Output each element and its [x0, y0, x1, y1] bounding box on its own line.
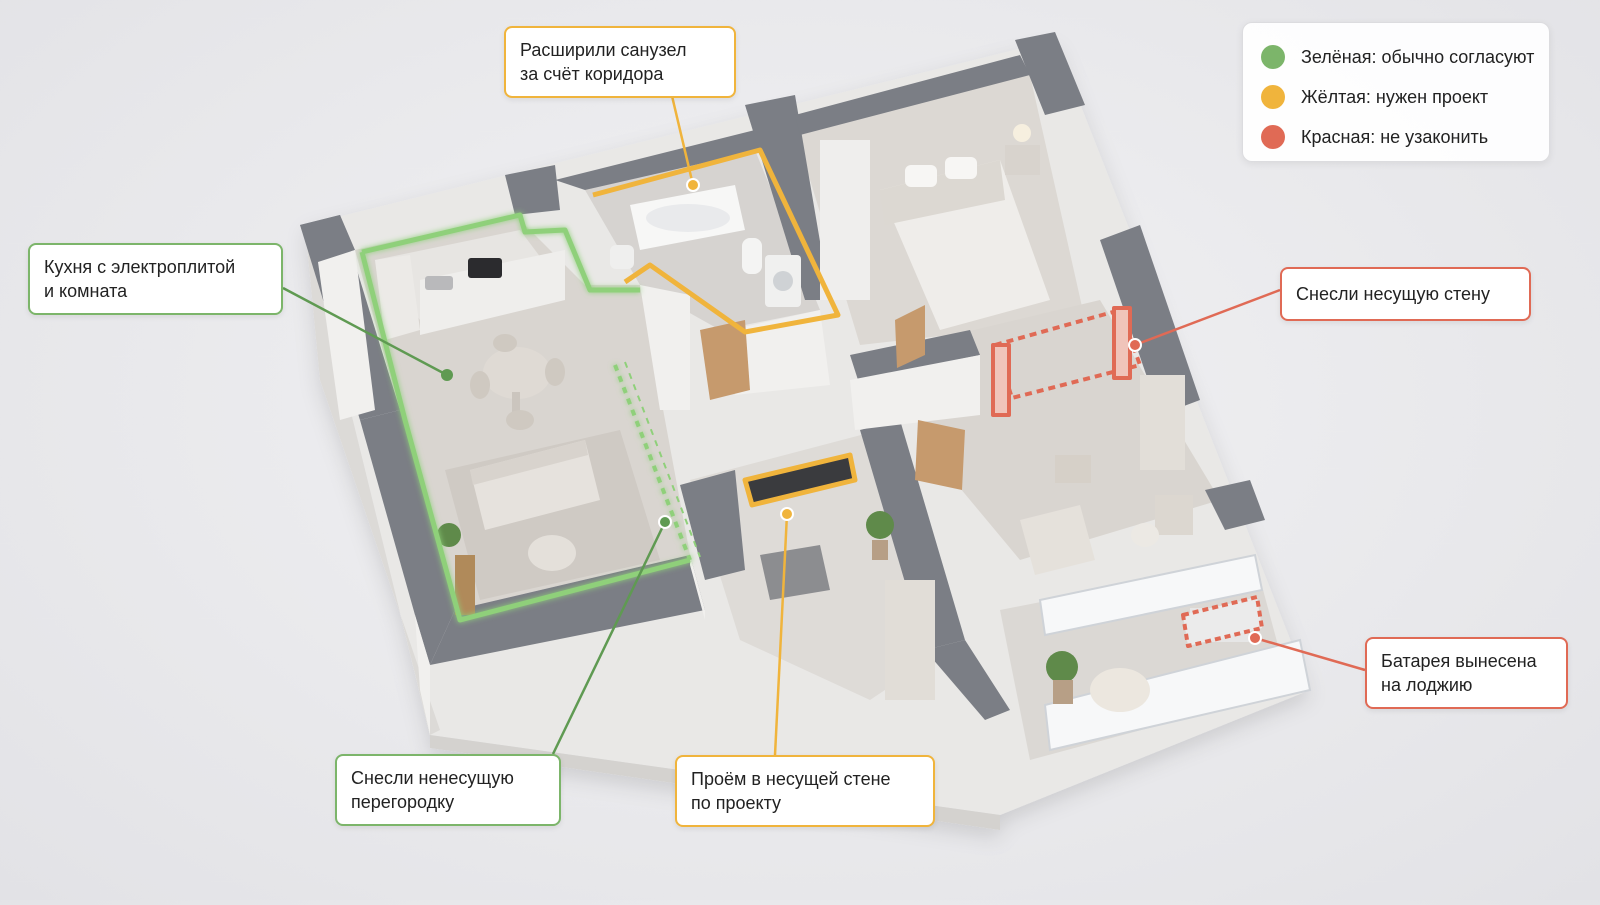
bathroom-floor	[585, 150, 820, 330]
highlights	[359, 147, 1264, 648]
legend-item-red: Красная: не узаконить	[1261, 117, 1531, 157]
kitchen-dot	[441, 369, 453, 381]
bedroom-furniture	[820, 124, 1050, 330]
partition-leader	[551, 521, 667, 755]
callout-line: Снесли ненесущую	[351, 768, 514, 788]
callout-line: Кухня с электроплитой	[44, 257, 236, 277]
kitchen-furniture	[375, 230, 600, 615]
callout-line: Батарея вынесена	[1381, 651, 1537, 671]
partition-dot	[658, 515, 672, 529]
yellow-dot-icon	[1261, 85, 1285, 109]
callout-line: Снесли несущую стену	[1296, 284, 1490, 304]
opening-dot	[780, 507, 794, 521]
legend-label: Красная: не узаконить	[1301, 126, 1489, 147]
bearing-wall-leader	[1134, 288, 1281, 347]
opening-leader	[773, 513, 789, 756]
callout-battery: Батарея вынесена на лоджию	[1365, 637, 1568, 709]
bathroom-fixtures	[610, 185, 801, 307]
callout-line: на лоджию	[1381, 675, 1473, 695]
leaders	[282, 95, 1366, 756]
battery-leader	[1254, 636, 1366, 672]
bathroom-leader	[670, 95, 695, 186]
bearing-wall-dot	[1128, 338, 1142, 352]
callout-line: по проекту	[691, 793, 782, 813]
green-dot-icon	[1261, 45, 1285, 69]
bathroom-dot	[686, 178, 700, 192]
callout-line: Проём в несущей стене	[691, 769, 891, 789]
callout-line: и комната	[44, 281, 128, 301]
callout-opening: Проём в несущей стене по проекту	[675, 755, 935, 827]
hall-furniture	[700, 305, 965, 700]
callout-kitchen: Кухня с электроплитой и комната	[28, 243, 283, 315]
legend-label: Зелёная: обычно согласуют	[1301, 46, 1535, 67]
room-furniture	[1020, 375, 1193, 575]
callout-bathroom: Расширили санузел за счёт коридора	[504, 26, 736, 98]
legend: Зелёная: обычно согласуют Жёлтая: нужен …	[1242, 22, 1550, 162]
legend-item-green: Зелёная: обычно согласуют	[1261, 37, 1535, 77]
callout-line: за счёт коридора	[520, 64, 664, 84]
callout-bearing-wall: Снесли несущую стену	[1280, 267, 1531, 321]
legend-label: Жёлтая: нужен проект	[1301, 86, 1489, 107]
battery-dot	[1248, 631, 1262, 645]
doormat	[760, 545, 830, 600]
red-dot-icon	[1261, 125, 1285, 149]
legend-item-yellow: Жёлтая: нужен проект	[1261, 77, 1531, 117]
callout-partition: Снесли ненесущую перегородку	[335, 754, 561, 826]
kitchen-leader	[282, 286, 448, 377]
callout-line: перегородку	[351, 792, 455, 812]
callout-line: Расширили санузел	[520, 40, 687, 60]
